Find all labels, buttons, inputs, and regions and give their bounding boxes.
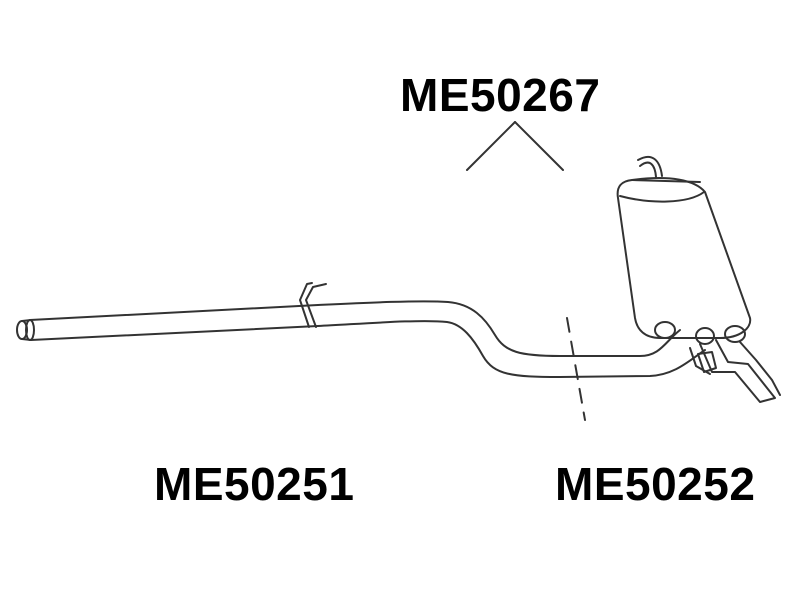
part-number-front-pipe: ME50251 [154, 458, 355, 510]
callout-lines [466, 121, 564, 171]
part-number-rear-silencer: ME50252 [555, 458, 756, 510]
part-number-top: ME50267 [400, 69, 601, 121]
front-pipe [29, 300, 681, 357]
hanger-bracket [305, 283, 327, 328]
pipe-end-cap [16, 319, 35, 341]
section-divider-line [566, 317, 586, 421]
tail-pipes [654, 321, 781, 403]
rear-silencer [616, 155, 752, 339]
front-pipe-lower-edge [30, 320, 706, 378]
hanger-bracket-inner [299, 282, 313, 328]
